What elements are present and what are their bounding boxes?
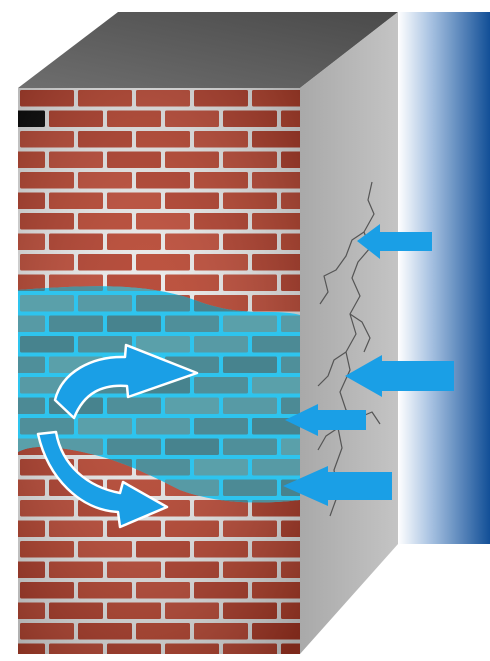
brick <box>136 336 190 353</box>
brick <box>194 377 248 394</box>
brick <box>20 295 74 312</box>
brick <box>0 357 45 374</box>
brick <box>107 398 161 415</box>
brick <box>223 439 277 456</box>
brick <box>165 398 219 415</box>
brick <box>252 459 306 476</box>
brick <box>78 336 132 353</box>
brick <box>78 295 132 312</box>
brick <box>194 459 248 476</box>
brick <box>223 398 277 415</box>
brick <box>0 398 45 415</box>
brick <box>223 316 277 333</box>
water-body <box>398 12 490 544</box>
brick <box>107 316 161 333</box>
brick <box>194 418 248 435</box>
brick <box>107 439 161 456</box>
brick <box>0 316 45 333</box>
brick <box>136 295 190 312</box>
brick <box>20 336 74 353</box>
brick <box>252 336 306 353</box>
brick <box>165 439 219 456</box>
brick <box>223 480 277 497</box>
brick <box>194 336 248 353</box>
brick <box>252 377 306 394</box>
brick <box>78 418 132 435</box>
brick <box>165 316 219 333</box>
brick <box>136 418 190 435</box>
wall-side-face <box>300 12 398 654</box>
brick <box>49 316 103 333</box>
brick <box>223 357 277 374</box>
